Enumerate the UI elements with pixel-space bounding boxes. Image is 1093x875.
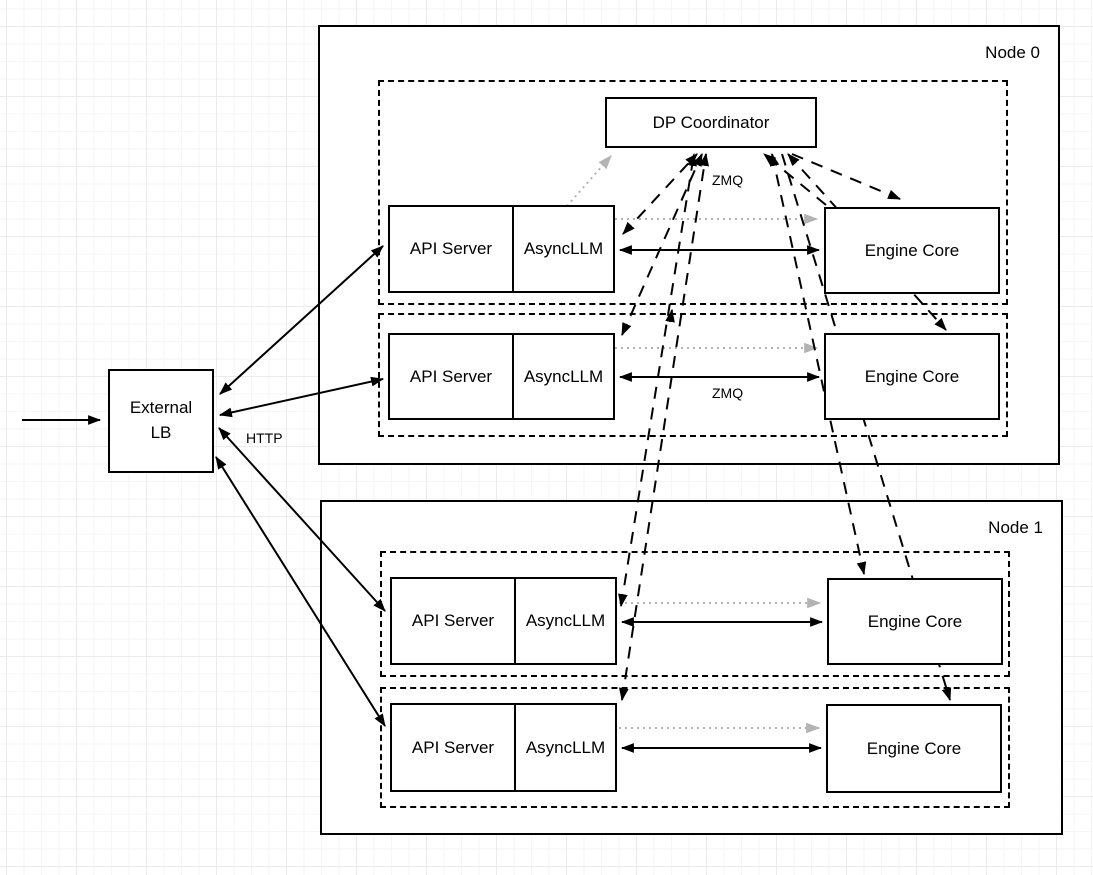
dashed-mid-arrowhead xyxy=(665,308,675,323)
api-async-box-n0r2: API Server AsyncLLM xyxy=(388,333,615,420)
zmq-label-engine: ZMQ xyxy=(712,385,744,401)
engine-core-label: Engine Core xyxy=(866,738,962,758)
api-server-cell: API Server xyxy=(392,705,516,790)
api-server-cell: API Server xyxy=(390,207,514,291)
arrow-lb-api-n0r1 xyxy=(219,245,384,395)
http-label: HTTP xyxy=(246,430,283,446)
external-lb-box: External LB xyxy=(108,369,214,473)
dp-coordinator-box: DP Coordinator xyxy=(605,97,817,148)
async-llm-label: AsyncLLM xyxy=(523,239,604,258)
dp-coordinator-label: DP Coordinator xyxy=(652,112,770,132)
external-lb-label-line2: LB xyxy=(150,423,172,442)
async-llm-cell: AsyncLLM xyxy=(514,207,613,291)
api-server-label: API Server xyxy=(411,611,495,630)
dotted-async-coordinator xyxy=(566,155,612,207)
async-llm-cell: AsyncLLM xyxy=(516,579,615,663)
api-async-box-n1r2: API Server AsyncLLM xyxy=(390,703,617,792)
async-llm-label: AsyncLLM xyxy=(525,737,606,757)
node0-label: Node 0 xyxy=(985,43,1040,62)
arrow-lb-api-n1r2 xyxy=(215,456,386,727)
async-llm-label: AsyncLLM xyxy=(523,366,604,386)
node1-label: Node 1 xyxy=(988,518,1043,537)
dashed-coord-async-n1r1 xyxy=(618,152,697,608)
dashed-coord-engine-n1r2 xyxy=(781,153,952,702)
api-server-cell: API Server xyxy=(392,579,516,663)
api-async-box-n0r1: API Server AsyncLLM xyxy=(388,205,615,293)
async-llm-cell: AsyncLLM xyxy=(514,335,613,418)
external-lb-label-line1: External xyxy=(129,398,193,418)
dashed-coord-engine-n1r1 xyxy=(769,152,867,576)
api-server-label: API Server xyxy=(409,239,493,258)
engine-core-box-n0r2: Engine Core xyxy=(824,333,1000,420)
api-server-label: API Server xyxy=(411,737,495,757)
dashed-coord-async-n1r2 xyxy=(618,152,710,702)
dashed-coord-async-n0r1 xyxy=(622,153,698,235)
engine-core-box-n1r1: Engine Core xyxy=(827,578,1003,665)
api-server-cell: API Server xyxy=(390,335,514,418)
api-async-box-n1r1: API Server AsyncLLM xyxy=(390,577,617,665)
zmq-label-coordinator: ZMQ xyxy=(712,172,744,188)
engine-core-label: Engine Core xyxy=(867,611,963,631)
dashed-coord-engine-n0r2 xyxy=(787,153,947,331)
arrow-lb-api-n1r1 xyxy=(218,427,386,612)
engine-core-label: Engine Core xyxy=(864,240,960,260)
engine-core-label: Engine Core xyxy=(864,366,960,386)
async-llm-label: AsyncLLM xyxy=(525,611,606,630)
engine-core-box-n1r2: Engine Core xyxy=(826,704,1002,793)
engine-core-box-n0r1: Engine Core xyxy=(824,207,1000,294)
async-llm-cell: AsyncLLM xyxy=(516,705,615,790)
arrow-lb-api-n0r2 xyxy=(218,376,385,418)
api-server-label: API Server xyxy=(409,366,493,386)
